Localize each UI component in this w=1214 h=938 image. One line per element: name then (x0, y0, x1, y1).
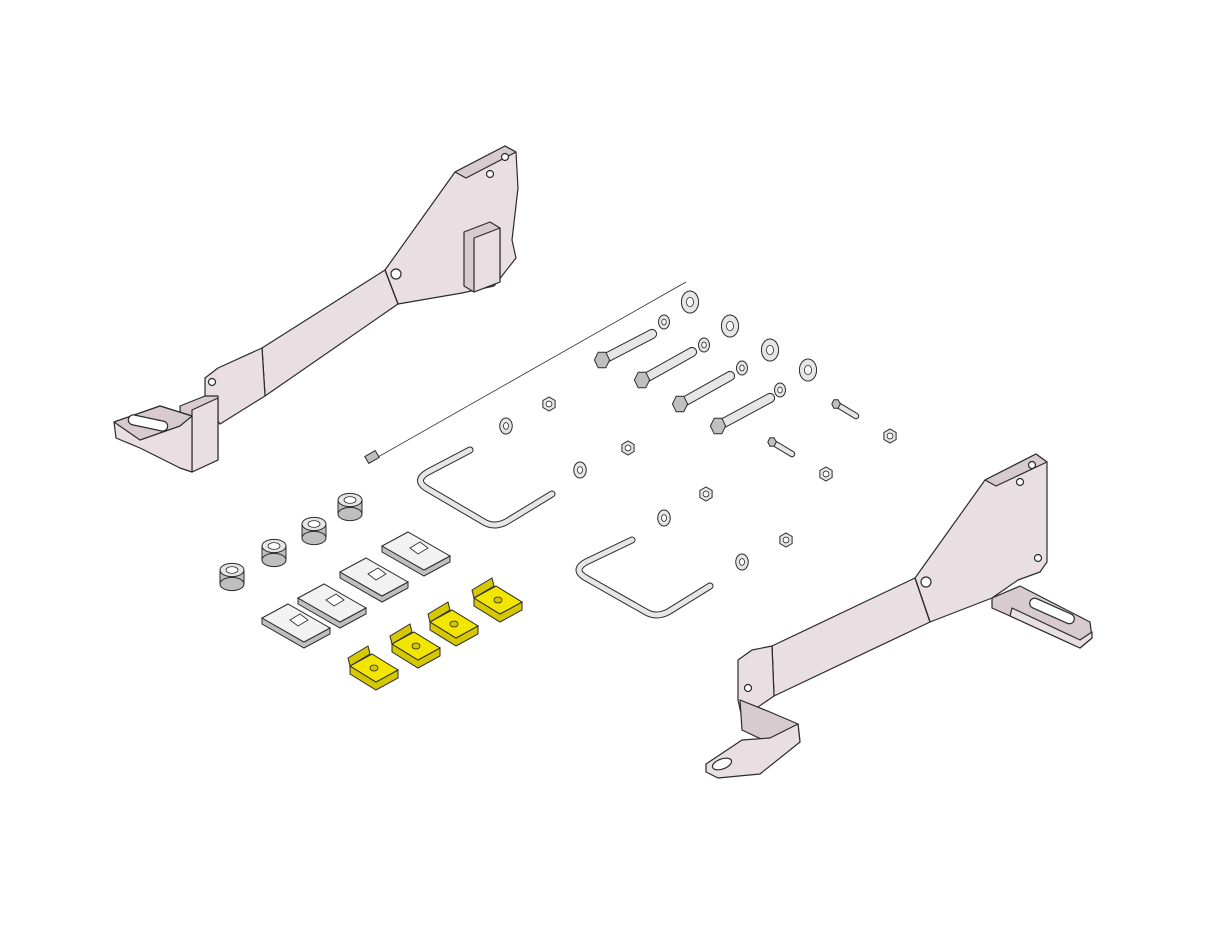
hex-nut (779, 532, 793, 548)
hex-nut-group (542, 396, 897, 548)
flat-washer (680, 290, 700, 314)
set-screw (364, 281, 687, 465)
u-bolt-group (417, 446, 714, 619)
slotted-shim (380, 531, 452, 577)
mounting-bracket-left (113, 145, 519, 473)
hex-bolt (593, 328, 658, 369)
hex-nut (699, 486, 713, 502)
u-bolt (417, 446, 556, 529)
u-bolt (575, 536, 714, 619)
spacer-bushing (337, 492, 363, 522)
hex-bolt (633, 346, 698, 389)
flat-washer (774, 382, 786, 398)
hex-bolt (831, 399, 860, 420)
flat-washer (658, 314, 670, 330)
mounting-bracket-right (705, 453, 1093, 779)
square-plate-shim-highlighted (471, 577, 523, 623)
spacer-bushing (219, 562, 245, 592)
hex-nut (621, 440, 635, 456)
hex-nut (542, 396, 556, 412)
hex-nut (883, 428, 897, 444)
flat-washer (760, 338, 780, 362)
hex-nut (819, 466, 833, 482)
hex-bolt (709, 392, 776, 435)
spacer-bushing-group (219, 492, 363, 592)
flat-washer (798, 358, 818, 382)
slotted-shim (296, 583, 368, 629)
square-plate-shim-highlighted (389, 623, 441, 669)
flat-washer (698, 337, 710, 353)
flat-washer (735, 553, 749, 571)
flat-washer (720, 314, 740, 338)
flat-washer (657, 509, 671, 527)
hex-bolt (671, 370, 736, 413)
flat-washer-group (499, 290, 818, 571)
hex-bolt (767, 437, 796, 458)
spacer-bushing (261, 538, 287, 568)
flat-washer (736, 360, 748, 376)
slotted-shim (338, 557, 410, 603)
highlighted-shim-group (347, 577, 523, 691)
flat-washer (499, 417, 513, 435)
slotted-shim (260, 603, 332, 649)
spacer-bushing (301, 516, 327, 546)
square-plate-shim-highlighted (427, 601, 479, 647)
hex-bolt-group (593, 328, 860, 458)
slotted-shim-group (260, 531, 452, 649)
square-plate-shim-highlighted (347, 645, 399, 691)
flat-washer (573, 461, 587, 479)
